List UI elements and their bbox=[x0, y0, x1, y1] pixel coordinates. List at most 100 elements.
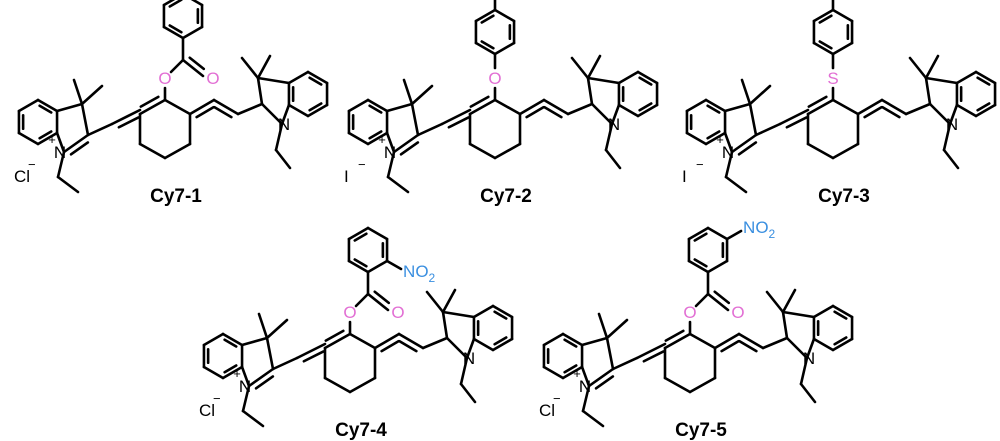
linker-atom: O bbox=[158, 69, 171, 88]
nitro-group: NO2 bbox=[819, 0, 852, 2]
ring-bond bbox=[441, 310, 449, 340]
nitrogen-atom: N bbox=[608, 115, 620, 134]
cyclohexene-bond bbox=[493, 142, 522, 160]
methyl-bond bbox=[781, 288, 797, 314]
aryl-ring-inner-bond bbox=[693, 258, 708, 268]
left-benzene-bond bbox=[704, 131, 727, 146]
ethyl-bond bbox=[799, 382, 817, 404]
methyl-bond bbox=[257, 312, 269, 340]
methine-double-bond-inner bbox=[881, 105, 901, 119]
nitro-group: NO2 bbox=[743, 218, 776, 241]
ring-double-bond bbox=[663, 332, 692, 350]
left-benzene-bond bbox=[202, 332, 225, 347]
methine-double-bond bbox=[737, 332, 765, 350]
minus-charge: − bbox=[213, 391, 221, 406]
cyclohexene-bond bbox=[348, 376, 377, 394]
left-benzene-inner-bond bbox=[223, 338, 238, 348]
compound-label: Cy7-5 bbox=[675, 420, 727, 441]
right-benzene-bond bbox=[974, 70, 997, 85]
ethyl-bond bbox=[942, 148, 960, 170]
ethyl-bond bbox=[386, 150, 396, 179]
exocyclic-double-bond bbox=[856, 98, 884, 116]
left-benzene-inner-bond bbox=[38, 130, 53, 140]
ring-bond bbox=[441, 310, 476, 319]
ring-double-bond-inner bbox=[469, 95, 490, 108]
exocyclic-double-bond bbox=[518, 98, 546, 116]
ethyl-bond bbox=[724, 150, 734, 179]
ester-bond bbox=[694, 292, 710, 308]
methine-bond bbox=[421, 336, 449, 350]
counterion: I bbox=[682, 167, 687, 186]
ring-bond bbox=[948, 103, 959, 126]
iminium-bond bbox=[730, 133, 758, 154]
carbonyl-bond-inner bbox=[713, 290, 731, 305]
aryl-ring-bond bbox=[831, 41, 854, 56]
methine-bond bbox=[86, 122, 114, 137]
exocyclic-double-bond-inner bbox=[525, 105, 545, 119]
ester-bond bbox=[169, 58, 185, 74]
right-benzene-bond bbox=[472, 337, 495, 352]
methyl-bond bbox=[597, 312, 609, 340]
iminium-bond-inner bbox=[399, 141, 420, 156]
carbonyl-oxygen: O bbox=[206, 69, 219, 88]
ethyl-bond bbox=[241, 384, 251, 413]
methine-double-bond bbox=[110, 108, 142, 126]
aryl-ring-bond bbox=[347, 226, 370, 241]
left-benzene-inner-bond bbox=[368, 130, 383, 140]
aryl-ring-bond bbox=[812, 41, 835, 56]
ethyl-bond bbox=[724, 175, 748, 194]
nitro-group: NO2 bbox=[403, 262, 436, 285]
methyl-bond bbox=[240, 56, 260, 80]
right-benzene-bond bbox=[306, 70, 329, 85]
methyl-bond bbox=[748, 84, 772, 106]
aryl-ring-bond bbox=[831, 8, 854, 23]
right-benzene-inner-bond bbox=[493, 310, 508, 320]
nitrogen-atom: N bbox=[803, 349, 815, 368]
right-benzene-inner-bond bbox=[638, 76, 653, 86]
methine-double-bond-inner bbox=[302, 350, 325, 363]
ethyl-bond bbox=[604, 122, 614, 152]
cyclohexene-bond bbox=[688, 332, 717, 350]
ring-bond bbox=[924, 76, 959, 85]
ring-bond bbox=[445, 336, 469, 360]
ring-bond bbox=[580, 336, 609, 347]
ring-double-bond-inner bbox=[324, 329, 345, 342]
methyl-bond bbox=[410, 84, 434, 106]
methine-double-bond bbox=[778, 108, 810, 126]
methyl-bond bbox=[80, 84, 104, 106]
ethyl-bond bbox=[459, 382, 477, 404]
methine-double-bond-inner bbox=[398, 339, 418, 353]
plus-charge: + bbox=[378, 132, 386, 147]
compound-label: Cy7-4 bbox=[335, 420, 387, 441]
methyl-bond bbox=[402, 78, 414, 106]
left-benzene-bond bbox=[17, 98, 40, 113]
ethyl-bond bbox=[274, 122, 284, 152]
methyl-bond bbox=[586, 54, 602, 80]
left-benzene-bond bbox=[685, 131, 708, 146]
exocyclic-double-bond-inner bbox=[863, 105, 883, 119]
aryl-ring-bond bbox=[687, 226, 710, 241]
left-benzene-bond bbox=[36, 131, 59, 146]
right-benzene-bond bbox=[636, 103, 659, 118]
ring-double-bond-inner bbox=[664, 329, 685, 342]
ring-double-bond-inner bbox=[139, 95, 160, 108]
methyl-bond bbox=[72, 78, 84, 106]
methyl-bond bbox=[908, 56, 928, 80]
ethyl-bond bbox=[56, 150, 66, 179]
right-benzene-bond bbox=[831, 337, 854, 352]
aryl-ring-bond bbox=[493, 41, 516, 56]
methine-double-bond bbox=[880, 98, 908, 116]
iminium-bond bbox=[247, 367, 275, 388]
right-benzene-inner-bond bbox=[976, 76, 991, 86]
aryl-ring-inner-bond bbox=[353, 232, 368, 242]
ring-bond bbox=[55, 131, 66, 154]
methine-double-bond bbox=[635, 342, 667, 360]
left-benzene-bond bbox=[561, 332, 584, 347]
right-benzene-bond bbox=[955, 103, 978, 118]
right-benzene-bond bbox=[306, 103, 329, 118]
iminium-bond-inner bbox=[594, 375, 615, 390]
cyclohexene-bond bbox=[831, 98, 860, 116]
iminium-bond bbox=[587, 367, 615, 388]
ethyl-bond bbox=[459, 356, 469, 386]
aryl-ring-bond bbox=[162, 0, 176, 7]
